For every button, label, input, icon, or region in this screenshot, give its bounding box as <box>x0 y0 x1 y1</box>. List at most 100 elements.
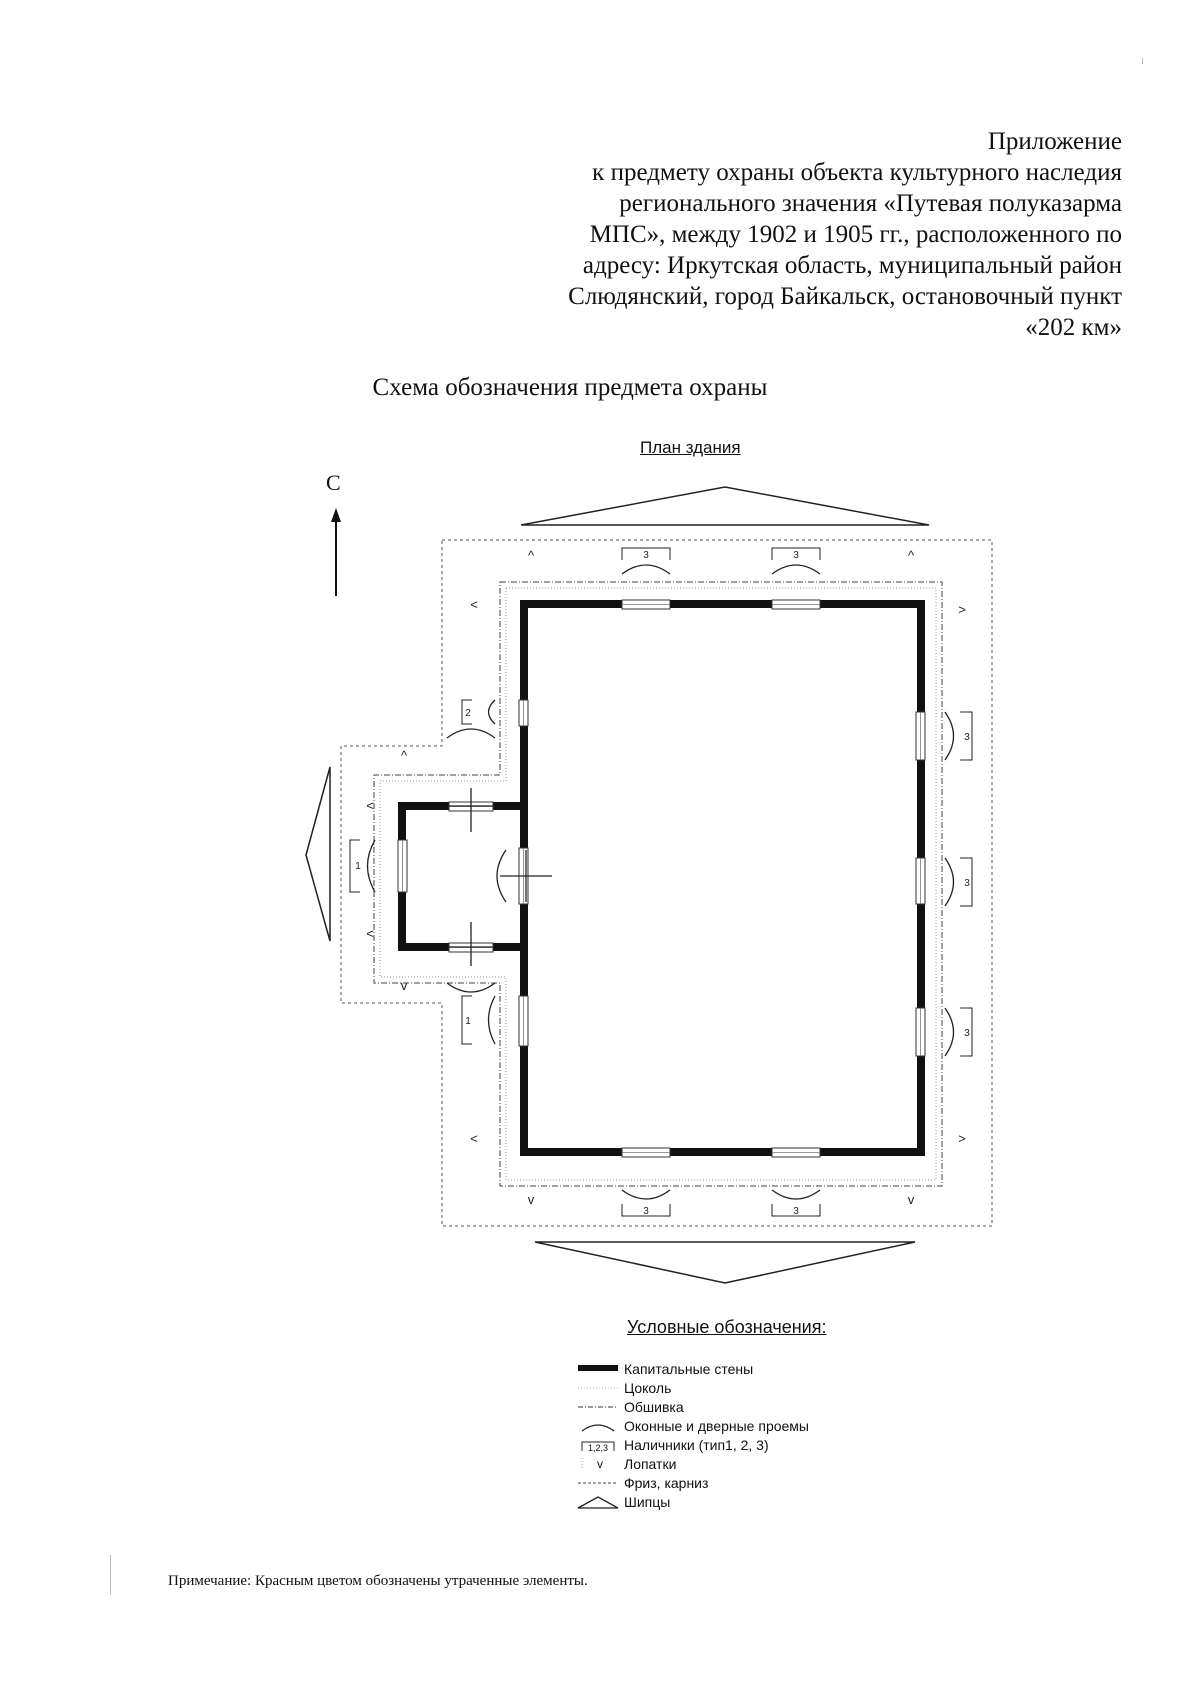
trim-bracket <box>960 1007 973 1057</box>
opening-arc <box>621 564 671 575</box>
pilaster-mark: < <box>470 1131 478 1146</box>
svg-text:v: v <box>597 1457 603 1471</box>
top-gable-icon <box>520 486 930 526</box>
window-opening <box>621 599 671 610</box>
opening-arc <box>944 857 955 907</box>
trim-label: 3 <box>793 550 799 561</box>
legend-label: Шипцы <box>624 1494 671 1510</box>
window-opening <box>915 711 926 761</box>
cross-marks <box>449 788 552 966</box>
trim-bracket <box>621 547 671 560</box>
trim-label: 3 <box>964 1028 970 1039</box>
plinth-outline <box>379 587 937 1181</box>
opening-arc <box>496 849 507 903</box>
header-line: «202 км» <box>1025 314 1122 341</box>
legend-label: Оконные и дверные проемы <box>624 1418 809 1434</box>
bracket-icon: 1,2,3 <box>581 1441 615 1453</box>
opening-arc <box>487 995 496 1045</box>
trim-bracket <box>621 1204 671 1217</box>
sheathing-outline <box>373 581 943 1187</box>
trim-bracket <box>461 699 472 725</box>
trim-label: 1 <box>355 861 361 872</box>
pilaster-mark: ^ <box>528 548 535 563</box>
arc-icon <box>581 1424 615 1432</box>
legend-label: Лопатки <box>624 1456 677 1472</box>
header-line: Приложение <box>987 128 1122 155</box>
header-line: Слюдянский, город Байкальск, остановочны… <box>568 283 1122 310</box>
trim-bracket <box>461 995 472 1045</box>
window-opening <box>915 857 926 905</box>
opening-arc <box>944 1007 955 1057</box>
trim-labels: 3 3 3 3 3 3 3 2 1 1 <box>355 550 970 1217</box>
legend-label: Капитальные стены <box>624 1361 754 1377</box>
plinth-icon <box>578 1387 618 1389</box>
pilaster-marks: ^ ^ < < > > v v ^ < < v <box>366 548 966 1207</box>
scan-artifact <box>1142 58 1143 64</box>
note: Примечание: Красным цветом обозначены ут… <box>168 1573 588 1589</box>
pilaster-mark: < <box>470 597 478 612</box>
window-opening <box>397 839 408 893</box>
north-label: С <box>326 470 341 495</box>
legend-title: Условные обозначения: <box>627 1317 827 1337</box>
opening-arc <box>944 711 955 761</box>
north-arrow-icon <box>331 508 341 596</box>
pilaster-mark: ^ <box>908 548 915 563</box>
trim-label: 2 <box>465 708 471 719</box>
legend-label: Фриз, карниз <box>624 1475 709 1491</box>
opening-arc <box>621 1189 671 1200</box>
pilaster-mark: v <box>528 1192 535 1207</box>
window-openings <box>397 599 926 1158</box>
trim-label: 3 <box>643 1206 649 1217</box>
window-opening <box>915 1007 926 1057</box>
v-mark-icon: v <box>581 1457 603 1471</box>
header-line: адресу: Иркутская область, муниципальный… <box>582 252 1122 279</box>
svg-text:1,2,3: 1,2,3 <box>588 1443 608 1453</box>
trim-label: 3 <box>964 732 970 743</box>
trim-label: 1 <box>465 1016 471 1027</box>
opening-arc <box>446 728 496 739</box>
opening-arc <box>771 1189 821 1200</box>
frieze-outline <box>340 539 993 1227</box>
scheme-title: Схема обозначения предмета охраны <box>372 374 768 401</box>
header-line: к предмету охраны объекта культурного на… <box>592 159 1122 186</box>
legend-label: Наличники (тип1, 2, 3) <box>624 1437 769 1453</box>
header-line: регионального значения «Путевая полуказа… <box>619 190 1122 217</box>
scan-artifact <box>110 1555 111 1595</box>
capital-walls <box>398 600 925 1156</box>
trim-bracket <box>349 839 360 893</box>
dashdot-line-icon <box>578 1406 618 1408</box>
opening-arc <box>487 699 496 725</box>
pilaster-mark: v <box>401 978 408 993</box>
solid-wall-icon <box>578 1365 618 1371</box>
trim-label: 3 <box>793 1206 799 1217</box>
trim-label: 3 <box>643 550 649 561</box>
window-opening <box>771 599 821 610</box>
pilaster-mark: < <box>366 798 374 813</box>
pilaster-mark: v <box>908 1192 915 1207</box>
window-opening <box>518 995 529 1047</box>
opening-arc <box>366 839 376 893</box>
legend-label: Обшивка <box>624 1399 684 1415</box>
trim-bracket <box>771 1204 821 1217</box>
trim-label: 3 <box>964 878 970 889</box>
pilaster-mark: < <box>366 926 374 941</box>
opening-arc <box>771 564 821 575</box>
legend-label: Цоколь <box>624 1380 672 1396</box>
opening-arc <box>446 982 496 993</box>
triangle-icon <box>577 1496 619 1509</box>
window-opening <box>518 699 529 727</box>
pilaster-mark: > <box>958 1131 966 1146</box>
opening-arcs <box>349 547 973 1217</box>
pilaster-mark: > <box>958 602 966 617</box>
window-opening <box>621 1147 671 1158</box>
header-line: МПС», между 1902 и 1905 гг., расположенн… <box>589 221 1122 248</box>
left-gable-icon <box>305 766 331 942</box>
window-opening <box>771 1147 821 1158</box>
trim-bracket <box>960 711 973 761</box>
bottom-gable-icon <box>534 1241 916 1284</box>
plan-title: План здания <box>640 438 741 457</box>
pilaster-mark: ^ <box>401 748 408 763</box>
header-block: Приложение к предмету охраны объекта кул… <box>482 126 1122 343</box>
trim-bracket <box>960 857 973 907</box>
